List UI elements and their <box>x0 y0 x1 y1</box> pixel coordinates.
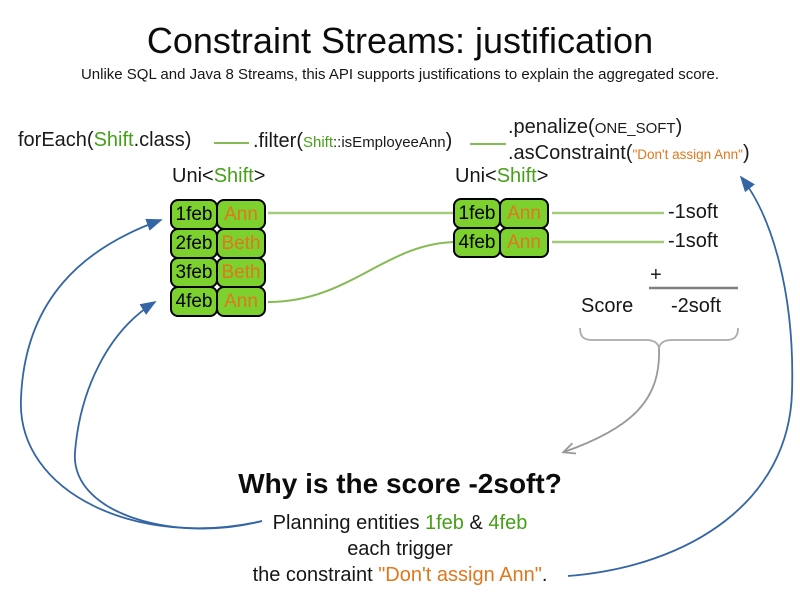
table-row: 4feb Ann <box>170 286 266 317</box>
line3-prefix: the constraint <box>252 564 379 586</box>
explanation-line2: each trigger <box>347 538 453 560</box>
entity-employee-cell: Ann <box>216 199 266 230</box>
entity-date-cell: 4feb <box>170 286 218 317</box>
line1-prefix: Planning entities <box>272 512 425 534</box>
table-row: 3feb Beth <box>170 257 266 288</box>
entity-date-cell: 1feb <box>453 198 501 229</box>
entity-date-cell: 1feb <box>170 199 218 230</box>
code-penalize: .penalize(ONE_SOFT) <box>508 116 682 139</box>
table-row: 1feb Ann <box>170 199 266 230</box>
left-stream-type-label: Uni<Shift> <box>172 165 265 188</box>
table-row: 1feb Ann <box>453 198 549 229</box>
score-underbrace <box>579 327 739 349</box>
code-foreach-class: Shift <box>93 129 134 151</box>
table-row: 4feb Ann <box>453 227 549 258</box>
entity-date-cell: 3feb <box>170 257 218 288</box>
entity-employee-cell: Ann <box>499 198 549 229</box>
plus-sign: + <box>650 264 662 286</box>
code-filter-method: ::isEmployeeAnn <box>333 134 446 151</box>
code-asconstraint-suffix: ) <box>742 142 750 164</box>
arrow-explanation-to-constraint <box>567 175 794 577</box>
table-row: 2feb Beth <box>170 228 266 259</box>
left-type-name: Shift <box>213 165 254 187</box>
code-asconstraint-arg: "Don't assign Ann" <box>632 147 743 162</box>
code-filter-suffix: ) <box>445 130 453 152</box>
penalty-value-2: -1soft <box>668 230 719 252</box>
connector-4feb-to-4feb <box>267 241 457 303</box>
entity-date-cell: 4feb <box>453 227 501 258</box>
entity-employee-cell: Beth <box>216 257 266 288</box>
code-penalize-arg: ONE_SOFT <box>594 120 676 137</box>
explanation-line1: Planning entities 1feb & 4feb <box>100 510 700 536</box>
right-stream-table: 1feb Ann 4feb Ann <box>453 198 549 258</box>
code-filter-prefix: .filter( <box>253 130 303 152</box>
line1-entity-4feb: 4feb <box>488 512 528 534</box>
line3-suffix: . <box>541 564 548 586</box>
score-value: -2soft <box>671 295 722 317</box>
penalty-value-1: -1soft <box>668 201 719 223</box>
code-penalize-suffix: ) <box>675 116 683 138</box>
code-foreach: forEach(Shift.class) <box>18 129 191 152</box>
entity-employee-cell: Ann <box>216 286 266 317</box>
page-subtitle: Unlike SQL and Java 8 Streams, this API … <box>80 66 720 83</box>
line1-entity-1feb: 1feb <box>425 512 464 534</box>
code-foreach-prefix: forEach( <box>18 129 94 151</box>
entity-employee-cell: Ann <box>499 227 549 258</box>
arrow-score-to-why <box>564 347 660 452</box>
line1-ampersand: & <box>463 512 489 534</box>
right-type-prefix: Uni< <box>455 165 497 187</box>
code-filter: .filter(Shift::isEmployeeAnn) <box>253 130 452 153</box>
left-stream-table: 1feb Ann 2feb Beth 3feb Beth 4feb Ann <box>170 199 266 317</box>
explanation-heading: Why is the score -2soft? <box>238 468 562 499</box>
code-asconstraint-prefix: .asConstraint( <box>508 142 633 164</box>
page-title: Constraint Streams: justification <box>146 20 654 61</box>
arrow-explanation-to-4feb <box>74 301 263 530</box>
right-type-name: Shift <box>496 165 537 187</box>
code-penalize-prefix: .penalize( <box>508 116 595 138</box>
line3-constraint-name: "Don't assign Ann" <box>378 564 542 586</box>
right-stream-type-label: Uni<Shift> <box>455 165 548 188</box>
right-type-suffix: > <box>536 165 549 187</box>
left-type-prefix: Uni< <box>172 165 214 187</box>
code-filter-class: Shift <box>303 134 334 151</box>
entity-employee-cell: Beth <box>216 228 266 259</box>
code-foreach-suffix: .class) <box>133 129 192 151</box>
left-type-suffix: > <box>253 165 266 187</box>
code-asconstraint: .asConstraint("Don't assign Ann") <box>508 142 750 165</box>
score-label: Score <box>581 295 634 317</box>
explanation-block: Why is the score -2soft? Planning entiti… <box>100 468 700 588</box>
explanation-line3: the constraint "Don't assign Ann". <box>100 562 700 588</box>
entity-date-cell: 2feb <box>170 228 218 259</box>
